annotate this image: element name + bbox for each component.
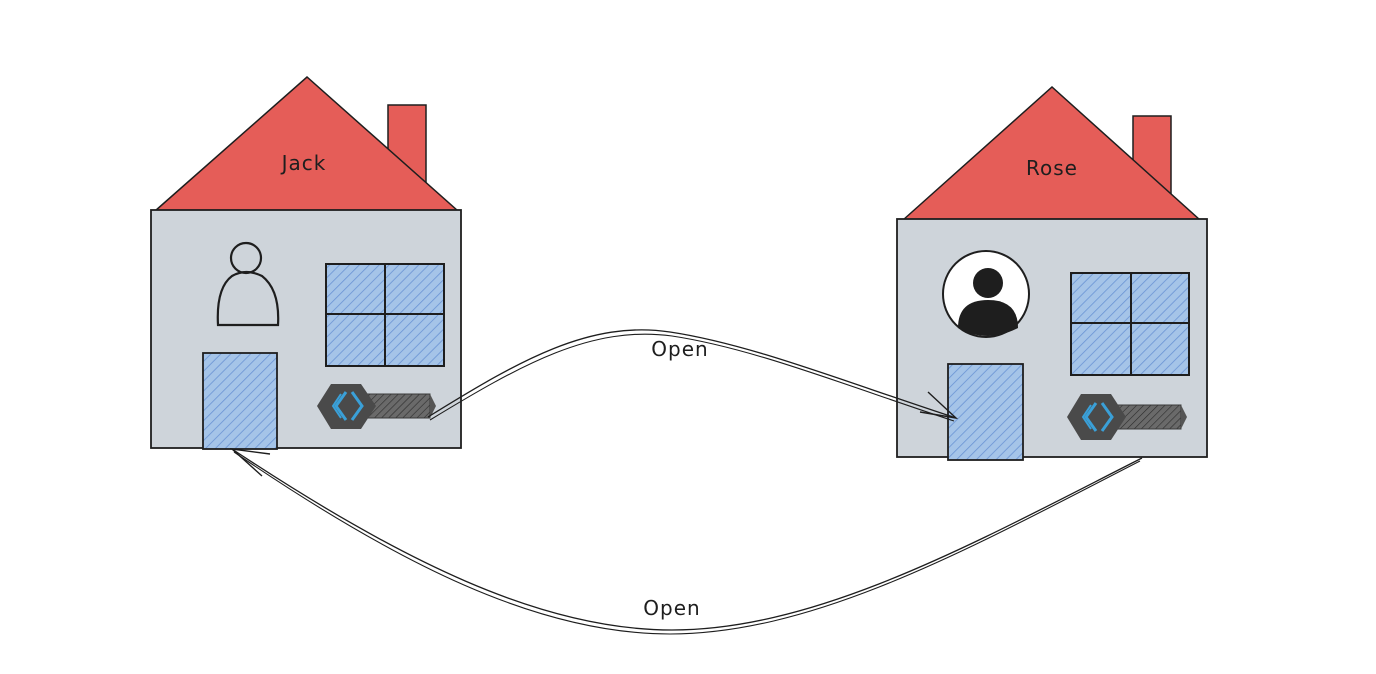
- door: [947, 363, 1024, 461]
- key-icon: [1067, 394, 1187, 440]
- person-filled-icon: [942, 250, 1030, 338]
- door: [202, 352, 278, 450]
- arrow-label: Open: [651, 337, 708, 361]
- house-jack: Jack: [150, 75, 462, 450]
- person-outline-icon: [216, 241, 280, 327]
- arrow-open-jack-to-rose: Open: [427, 329, 959, 422]
- arrow-open-rose-to-jack: Open: [229, 448, 1143, 635]
- house-name-label: Rose: [1026, 156, 1078, 180]
- arrow-head: [229, 448, 271, 477]
- key-icon: [317, 384, 436, 429]
- arrow-head: [919, 391, 959, 420]
- house-name-label: Jack: [280, 151, 327, 175]
- window: [1070, 272, 1190, 376]
- window: [325, 263, 445, 367]
- house-rose: Rose: [896, 85, 1208, 461]
- arrow-label: Open: [643, 596, 700, 620]
